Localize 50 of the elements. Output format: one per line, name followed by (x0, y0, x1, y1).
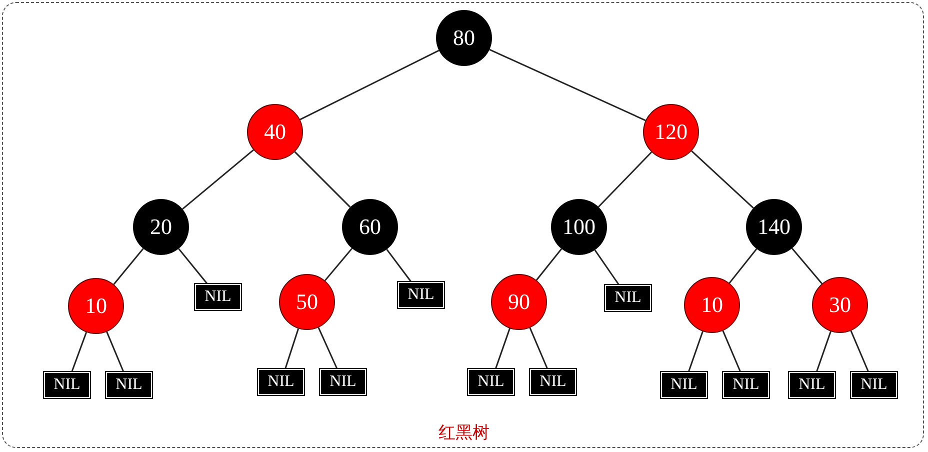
tree-node-circle: 30 (812, 277, 868, 333)
tree-node-circle: 10 (68, 278, 124, 334)
tree-node-circle: 10 (684, 277, 740, 333)
tree-edge (728, 248, 758, 284)
nil-leaf: NIL (258, 369, 304, 395)
tree-edge (71, 332, 88, 372)
tree-edge (182, 149, 254, 210)
tree-node-circle: 120 (643, 104, 699, 160)
tree-edge (688, 331, 704, 372)
tree-edge (284, 328, 300, 370)
tree-edge (318, 327, 338, 370)
nil-leaf: NIL (398, 282, 444, 308)
tree-node-circle: 60 (342, 199, 398, 255)
tree-node-circle: 40 (247, 104, 303, 160)
tree-edge (294, 151, 351, 208)
nil-leaf: NIL (530, 369, 576, 395)
tree-node-circle: 80 (436, 10, 492, 66)
tree-edge (178, 248, 208, 284)
tree-node-circle: 50 (279, 274, 335, 330)
nil-leaf: NIL (723, 372, 769, 398)
tree-node-circle: 140 (746, 199, 802, 255)
nil-leaf: NIL (789, 372, 835, 398)
nil-leaf: NIL (195, 284, 241, 310)
tree-edge (106, 332, 124, 372)
nil-leaf: NIL (851, 372, 897, 398)
caption: 红黑树 (438, 423, 490, 442)
tree-edge (494, 328, 510, 370)
tree-edge (536, 248, 562, 281)
tree-node-circle: 100 (551, 199, 607, 255)
nil-leaf: NIL (320, 369, 366, 395)
tree-node-circle: 90 (491, 274, 547, 330)
tree-edge (850, 330, 870, 372)
tree-edge (113, 248, 144, 285)
tree-edge (300, 50, 440, 120)
nil-leaf: NIL (605, 285, 651, 311)
tree-node-circle: 20 (133, 199, 189, 255)
nil-leaf: NIL (106, 372, 152, 398)
tree-edge (386, 248, 412, 282)
nil-leaf: NIL (468, 369, 514, 395)
nil-leaf: NIL (661, 372, 707, 398)
nil-leaf: NIL (44, 372, 90, 398)
tree-edge (594, 250, 620, 286)
tree-edge (598, 152, 652, 208)
tree-edge (529, 327, 548, 370)
tree-edge (489, 48, 646, 122)
tree-edge (816, 331, 832, 372)
tree-edge (324, 248, 353, 282)
tree-edge (792, 248, 822, 284)
tree-edge (691, 150, 754, 209)
tree-edge (722, 330, 742, 372)
